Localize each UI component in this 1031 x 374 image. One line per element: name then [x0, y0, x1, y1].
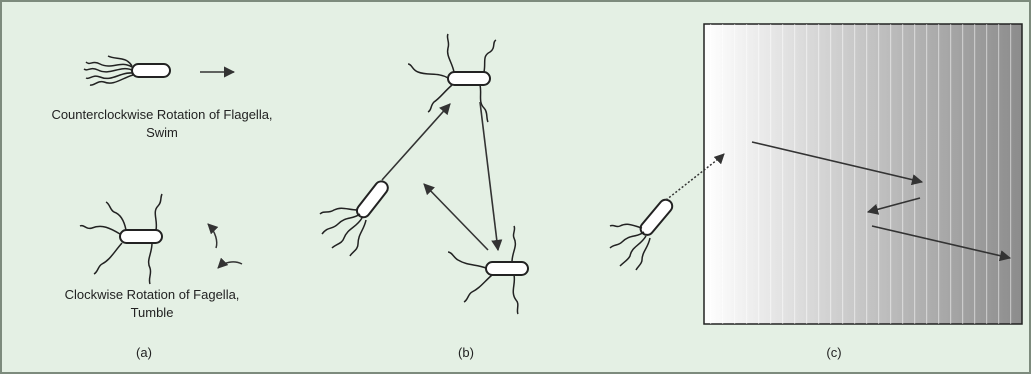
tumble-caption-line2: Tumble [130, 305, 174, 320]
swim-caption-line1: Counterclockwise Rotation of Flagella, [51, 107, 273, 122]
panel-c [609, 23, 1023, 325]
swim-caption-line2: Swim [146, 125, 178, 140]
bacterium-bottom-right [447, 225, 529, 315]
panel-b-label: (b) [458, 345, 474, 360]
tumble-caption: Clockwise Rotation of Fagella, Tumble [2, 286, 302, 322]
flagella-bundle [83, 55, 134, 86]
panel-c-label: (c) [826, 345, 842, 360]
bacterium-top [407, 33, 497, 123]
entry-arrow-head [713, 153, 725, 165]
tumbling-bacterium [79, 193, 243, 285]
tumble-arrow-lower [217, 257, 243, 269]
path-arrow-back [423, 183, 489, 251]
path-arrow-down [479, 101, 503, 252]
swim-caption: Counterclockwise Rotation of Flagella, S… [12, 106, 312, 142]
run-arrow-3 [871, 225, 1012, 262]
path-arrow-up [381, 103, 451, 181]
splayed-flagella [79, 193, 163, 285]
run-arrow-1 [751, 141, 924, 186]
panel-a-label: (a) [136, 345, 152, 360]
run-arrow-2 [866, 197, 921, 215]
tumble-caption-line1: Clockwise Rotation of Fagella, [64, 287, 240, 302]
bacterium-c [609, 198, 674, 271]
gradient-bands [704, 24, 1022, 324]
panel-a [79, 55, 243, 285]
bacterium-bottom-left [319, 180, 389, 257]
tumble-arrow-upper [207, 223, 219, 249]
panel-b [319, 33, 529, 315]
swimming-bacterium [83, 55, 236, 86]
